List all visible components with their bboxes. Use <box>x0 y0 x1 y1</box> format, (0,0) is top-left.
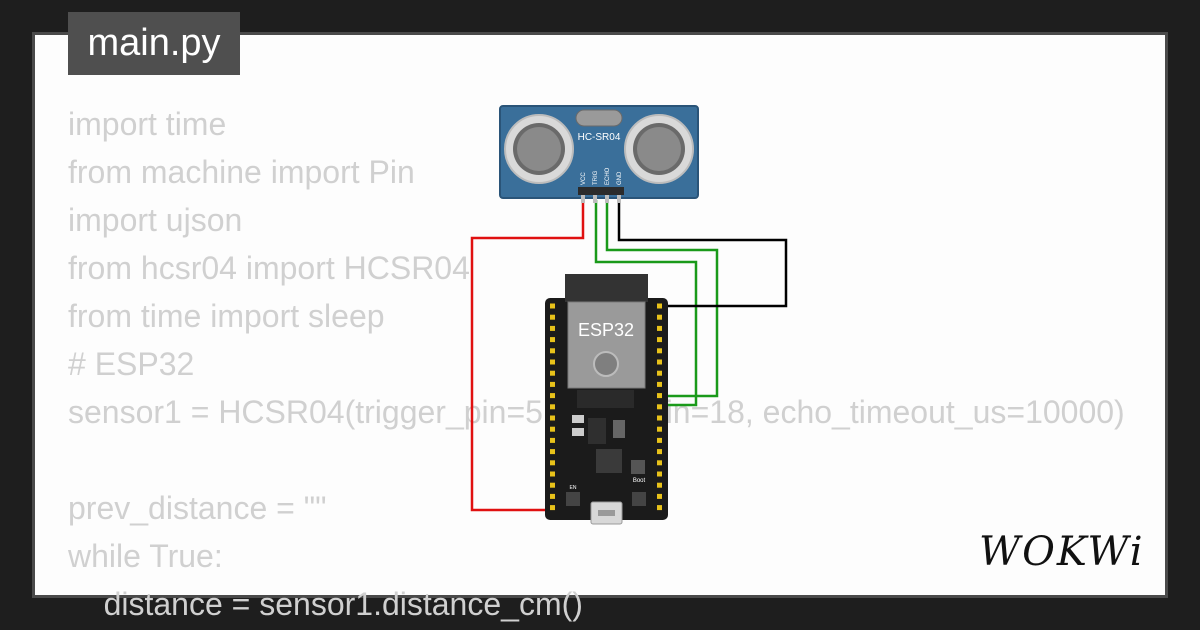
code-line: import time <box>68 106 227 142</box>
header-pin <box>657 381 662 387</box>
esp32-board[interactable]: ESP32 EN Boot <box>545 274 668 525</box>
header-pin <box>550 471 555 477</box>
board-boot-label: Boot <box>633 478 646 484</box>
header-pin <box>550 314 555 320</box>
header-pin <box>657 303 662 309</box>
header-pin <box>657 337 662 343</box>
header-pin <box>550 437 555 443</box>
wire-vcc <box>470 200 585 512</box>
board-chip-label: ESP32 <box>578 320 634 340</box>
header-pin <box>657 370 662 376</box>
header-pin <box>550 348 555 354</box>
sensor-pin-vcc: VCC <box>581 172 587 185</box>
header-pin <box>550 359 555 365</box>
header-pin <box>550 303 555 309</box>
header-pin <box>657 505 662 511</box>
header-pin <box>657 325 662 331</box>
header-pin <box>550 460 555 466</box>
header-pin <box>550 493 555 499</box>
header-pin <box>657 393 662 399</box>
header-pin <box>550 337 555 343</box>
code-line: while True: <box>68 538 223 574</box>
sensor-pin-gnd: GND <box>617 171 623 185</box>
file-tab-main-py[interactable]: main.py <box>68 12 240 75</box>
header-pin <box>550 482 555 488</box>
header-pin <box>550 505 555 511</box>
code-editor: import time from machine import Pin impo… <box>68 100 1130 622</box>
wokwi-logo: WOKWi <box>979 529 1145 575</box>
wire-trig <box>594 200 698 407</box>
header-pin <box>550 415 555 421</box>
header-pin <box>657 415 662 421</box>
header-pin <box>657 493 662 499</box>
wire-gnd <box>617 200 788 308</box>
code-line: prev_distance = "" <box>68 490 327 526</box>
code-line: from machine import Pin <box>68 154 415 190</box>
code-line: import ujson <box>68 202 243 238</box>
header-pin <box>657 348 662 354</box>
file-tab-label: main.py <box>87 22 221 64</box>
hc-sr04-sensor[interactable]: HC-SR04 VCC TRIG ECHO GND <box>499 105 699 203</box>
header-pin <box>657 426 662 432</box>
header-pin <box>550 370 555 376</box>
header-pin <box>550 449 555 455</box>
espressif-logo-icon <box>593 351 619 377</box>
code-line: from hcsr04 import HCSR04 <box>68 250 470 286</box>
header-pin <box>550 325 555 331</box>
header-pin <box>657 404 662 410</box>
header-pin <box>657 449 662 455</box>
code-line: from time import sleep <box>68 298 385 334</box>
header-pin <box>657 471 662 477</box>
code-line: # ESP32 <box>68 346 195 382</box>
header-pin <box>550 426 555 432</box>
board-en-label: EN <box>570 485 577 491</box>
header-pin <box>657 437 662 443</box>
code-line: distance = sensor1.distance_cm() <box>68 586 583 622</box>
header-pin <box>657 359 662 365</box>
header-pin <box>657 460 662 466</box>
header-pin <box>550 393 555 399</box>
header-pins <box>550 303 662 511</box>
header-pin <box>657 314 662 320</box>
header-pin <box>550 381 555 387</box>
wokwi-logo-text: WOKWi <box>979 529 1145 575</box>
header-pin <box>657 482 662 488</box>
header-pin <box>550 404 555 410</box>
sensor-label: HC-SR04 <box>578 132 621 143</box>
wire-echo <box>605 200 719 398</box>
sensor-pin-echo: ECHO <box>605 167 611 185</box>
sensor-pin-trig: TRIG <box>593 170 599 185</box>
